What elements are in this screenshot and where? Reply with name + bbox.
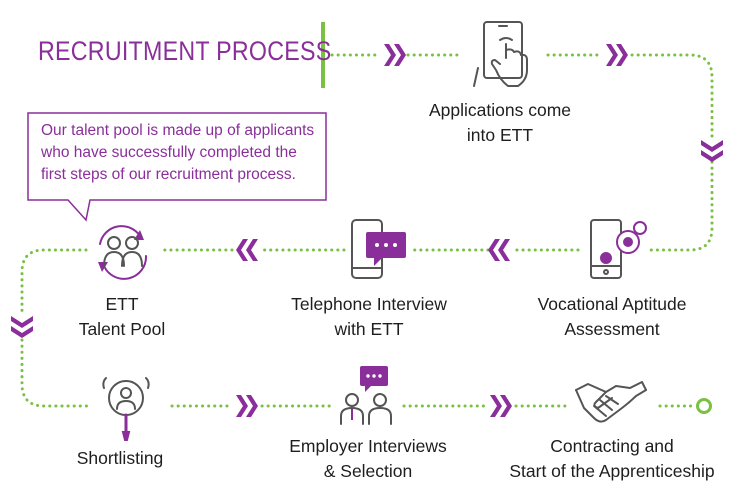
people-cycle-icon <box>98 225 148 280</box>
step-label-line: ETT <box>105 294 139 314</box>
connector-path <box>20 53 714 408</box>
step-applications-label: Applications come into ETT <box>429 98 571 148</box>
step-telephone-label: Telephone Interview with ETT <box>291 292 447 342</box>
step-talent-pool-label: ETT Talent Pool <box>79 292 166 342</box>
step-label-line: Talent Pool <box>78 319 166 339</box>
chevron-right-icon <box>606 44 628 66</box>
step-employer-label: Employer Interviews & Selection <box>289 434 447 484</box>
step-label-line: Assessment <box>564 319 660 339</box>
step-label-line: with ETT <box>334 319 404 339</box>
step-vocational-label: Vocational Aptitude Assessment <box>538 292 687 342</box>
page-title: RECRUITMENT PROCESS <box>38 36 332 66</box>
end-circle <box>696 398 712 414</box>
callout-line: who have successfully completed the <box>41 144 297 161</box>
tablet-touch-icon <box>473 21 528 87</box>
title-divider-bar <box>321 22 325 88</box>
callout-box <box>27 112 327 222</box>
step-shortlisting-label: Shortlisting <box>77 446 164 471</box>
callout-text: Our talent pool is made up of applicants… <box>41 120 316 186</box>
step-label-line: Employer Interviews <box>289 436 447 456</box>
chevron-left-icon <box>488 239 510 261</box>
step-label-line: Start of the Apprenticeship <box>509 461 715 481</box>
person-magnifier-icon <box>102 377 150 441</box>
chevron-right-icon <box>490 395 512 417</box>
step-label-line: Applications come <box>428 100 572 120</box>
handshake-icon <box>575 381 647 423</box>
interview-people-icon <box>340 366 392 425</box>
chevron-down-icon <box>701 140 723 162</box>
step-contracting-label: Contracting and Start of the Apprentices… <box>509 434 714 484</box>
step-label-line: Contracting and <box>550 436 674 456</box>
step-label-line: & Selection <box>323 461 413 481</box>
step-label-line: Telephone Interview <box>291 294 447 314</box>
phone-chat-icon <box>351 219 406 279</box>
tablet-gears-icon <box>590 219 647 279</box>
step-label-line: into ETT <box>466 125 534 145</box>
chevron-right-icon <box>384 44 406 66</box>
step-label-line: Vocational Aptitude <box>537 294 687 314</box>
chevron-right-icon <box>236 395 258 417</box>
callout-line: Our talent pool is made up of applicants <box>41 122 315 139</box>
chevron-left-icon <box>236 239 258 261</box>
step-label-line: Shortlisting <box>76 448 164 468</box>
callout-line: first steps of our recruitment process. <box>41 166 296 183</box>
chevron-down-icon <box>11 316 33 338</box>
